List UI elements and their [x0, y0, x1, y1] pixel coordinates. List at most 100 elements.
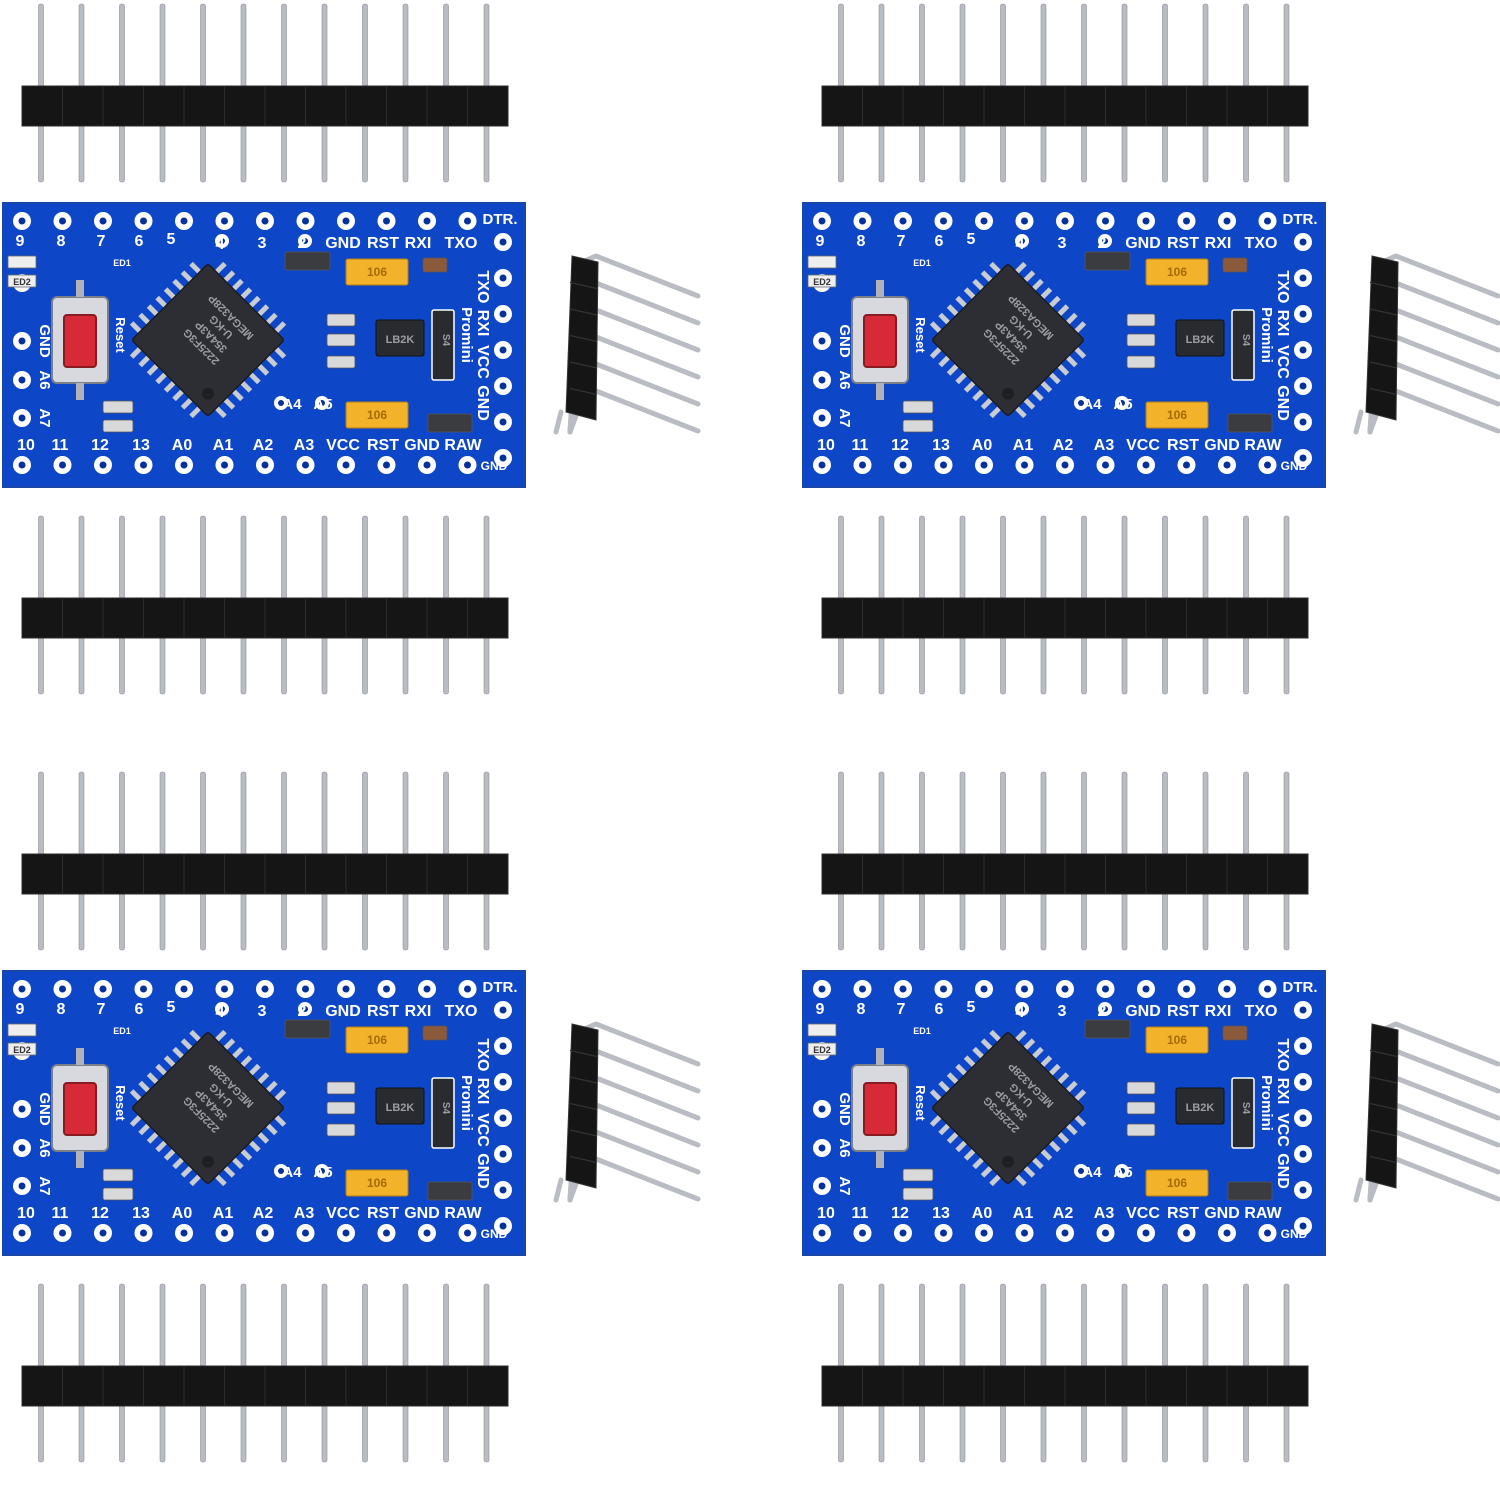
pin-label: 13	[932, 437, 950, 454]
pin-label: 13	[132, 437, 150, 454]
pad-hole	[1102, 238, 1108, 244]
angled-pin-long	[1379, 253, 1500, 299]
pad-hole	[18, 1144, 26, 1152]
angled-header-divider	[1369, 1129, 1398, 1137]
chip-body	[132, 1032, 284, 1184]
pin-label: 10	[817, 437, 835, 454]
led-label: ED1	[913, 1026, 931, 1036]
pad-hole	[18, 414, 26, 422]
pcb-edge	[802, 970, 1326, 1256]
pad-hole	[940, 985, 947, 993]
pin-label: 12	[891, 437, 909, 454]
header-block	[102, 597, 144, 639]
pad-hole	[899, 985, 907, 993]
pad-hole	[59, 985, 66, 993]
pad-hole	[1119, 1168, 1125, 1174]
cap-marking: 106	[367, 408, 387, 422]
dtr-label: DTR.	[483, 211, 518, 228]
smd-component	[902, 400, 934, 414]
pad-hole	[18, 217, 26, 225]
pad-hole	[302, 461, 309, 469]
status-led	[7, 1042, 37, 1056]
side-pin-label: GND	[1274, 1153, 1291, 1189]
angled-header-divider	[1369, 334, 1398, 343]
pin-label: 10	[817, 1205, 835, 1222]
pad-hole	[140, 985, 147, 993]
pad-hole	[1183, 461, 1190, 469]
angled-header-divider	[569, 387, 598, 396]
pad-hole	[18, 1105, 26, 1113]
pad-hole	[1299, 1042, 1307, 1050]
power-led	[807, 255, 837, 269]
pad-hole	[818, 337, 826, 345]
pad-hole	[261, 461, 269, 469]
pin-label: 12	[91, 1205, 109, 1222]
header-block	[183, 597, 225, 639]
voltage-regulator	[1175, 1087, 1225, 1125]
pad-hole	[499, 454, 507, 462]
pin-label: 4	[216, 236, 225, 253]
header-block	[467, 853, 509, 895]
pad-hole	[1078, 400, 1084, 406]
pad-hole	[499, 1114, 507, 1122]
diode	[1231, 309, 1255, 381]
bottom-pin-header	[821, 515, 1309, 695]
pad-hole	[1102, 1229, 1109, 1237]
header-block	[862, 597, 904, 639]
header-block	[1186, 597, 1228, 639]
pin-label: A5	[313, 396, 332, 413]
pin-label: 11	[852, 1205, 869, 1222]
smd-component	[102, 1168, 134, 1182]
header-block	[143, 853, 185, 895]
pin-label: 6	[135, 1001, 144, 1018]
pad-hole	[1299, 454, 1307, 462]
pin-label: 4	[1016, 1004, 1025, 1021]
header-block	[1226, 85, 1268, 127]
regulator-marking: LB2K	[386, 1102, 415, 1114]
smd-component	[102, 400, 134, 414]
pin-label: 11	[52, 437, 69, 454]
header-block	[1064, 85, 1106, 127]
pad-hole	[499, 382, 507, 390]
pad-hole	[940, 217, 947, 225]
angled-header-divider	[569, 308, 598, 316]
angled-header-divider	[1369, 1102, 1398, 1111]
pin-label: 13	[932, 1205, 950, 1222]
pad-hole	[859, 217, 866, 225]
smd-component	[326, 313, 356, 327]
pad-hole	[261, 985, 269, 993]
pad-hole	[1223, 217, 1231, 225]
pad-hole	[1183, 1229, 1190, 1237]
voltage-regulator	[375, 319, 425, 357]
tantalum-capacitor	[345, 1169, 409, 1197]
pin-label: TXO	[1245, 1003, 1278, 1020]
s4-marking: S4	[1240, 334, 1251, 347]
header-block	[345, 85, 387, 127]
pad-hole	[1021, 1229, 1028, 1237]
pin-label: A4	[282, 396, 302, 413]
header-block	[1267, 1365, 1309, 1407]
pad-hole	[499, 238, 507, 246]
pad-hole	[940, 461, 947, 469]
pad-hole	[499, 1078, 507, 1086]
smd-component	[1126, 313, 1156, 327]
pad-hole	[180, 217, 188, 225]
pad-hole	[18, 461, 26, 469]
side-pin-label: RXI	[1274, 310, 1291, 337]
smd-component	[1126, 355, 1156, 369]
pad-hole	[859, 1229, 866, 1237]
pad-hole	[1299, 238, 1307, 246]
led-label: ED2	[813, 1045, 831, 1055]
smd-component	[326, 333, 356, 347]
cap-marking: 106	[367, 1176, 387, 1190]
header-block	[305, 1365, 347, 1407]
brand-label: Promini	[458, 1075, 475, 1131]
side-pin-label: A6	[836, 370, 853, 389]
header-block	[1145, 85, 1187, 127]
reset-leg	[876, 383, 884, 400]
pad-hole	[59, 217, 66, 225]
header-block	[1226, 1365, 1268, 1407]
pad-hole	[818, 217, 826, 225]
header-block	[983, 85, 1025, 127]
